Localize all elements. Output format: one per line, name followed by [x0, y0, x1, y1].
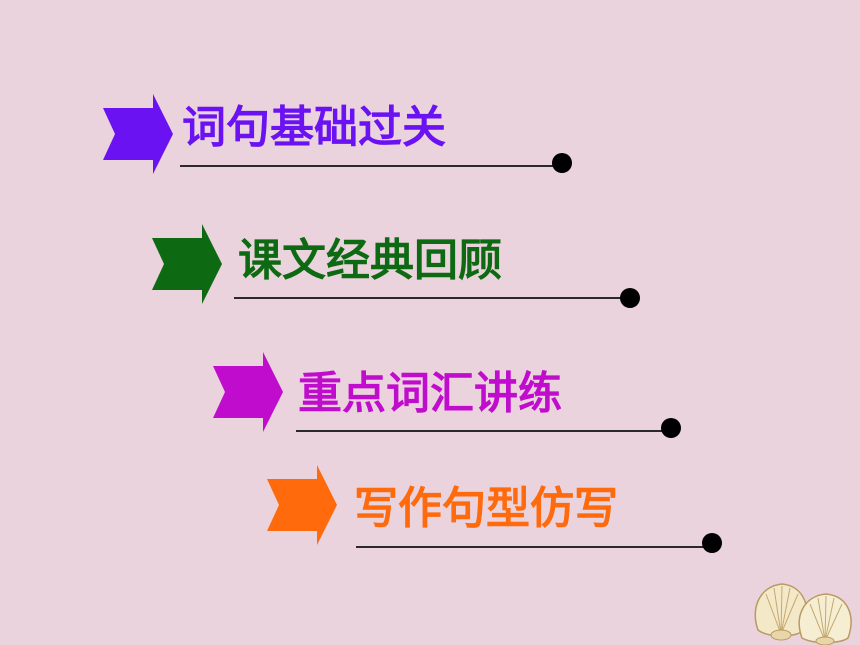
arrow-shape: [267, 465, 337, 545]
arrow-icon: [152, 224, 222, 304]
bullet-dot: [552, 153, 572, 173]
bullet-dot: [620, 288, 640, 308]
arrow-icon: [213, 352, 283, 432]
menu-item-label[interactable]: 重点词汇讲练: [298, 368, 562, 419]
arrow-shape: [152, 224, 222, 304]
arrow-icon: [267, 465, 337, 545]
bullet-dot: [661, 418, 681, 438]
underline: [356, 546, 712, 548]
underline: [234, 297, 630, 299]
menu-item-label[interactable]: 词句基础过关: [182, 102, 446, 153]
arrow-icon: [103, 94, 173, 174]
bullet-dot: [702, 533, 722, 553]
seashell-icon: [754, 583, 852, 645]
menu-item-label[interactable]: 写作句型仿写: [354, 483, 618, 534]
underline: [180, 165, 562, 167]
menu-item-label[interactable]: 课文经典回顾: [238, 235, 502, 286]
underline: [296, 430, 672, 432]
arrow-shape: [213, 352, 283, 432]
arrow-shape: [103, 94, 173, 174]
